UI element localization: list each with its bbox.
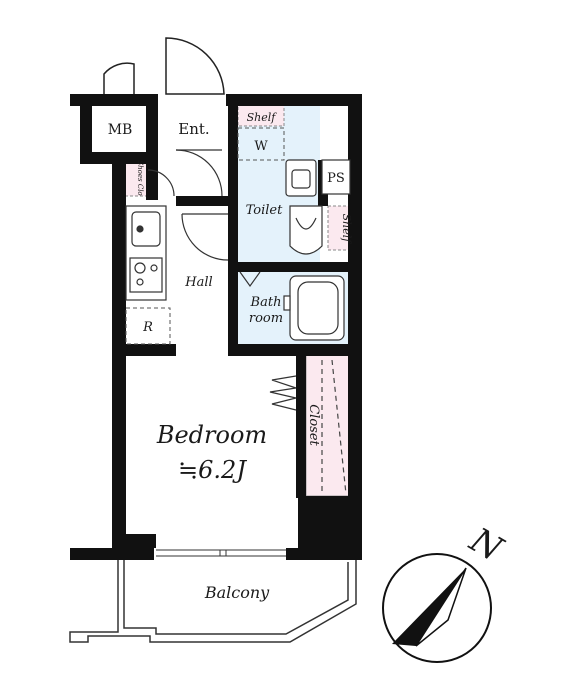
refrigerator-space xyxy=(125,307,171,345)
compass: N xyxy=(382,520,510,663)
ps-box xyxy=(321,159,351,195)
shelf-right-area xyxy=(327,205,351,251)
shelf-right-label: Shelf xyxy=(340,214,353,245)
balcony-label: Balcony xyxy=(204,583,270,602)
washer-label: W xyxy=(254,139,268,154)
compass-needle-icon xyxy=(392,568,466,646)
ps-label: PS xyxy=(327,171,345,186)
balcony-window xyxy=(156,549,286,557)
balcony-outline xyxy=(69,560,357,643)
bedroom-label: Bedroom xyxy=(156,421,267,449)
shelf-top-label: Shelf xyxy=(247,111,278,124)
mb-label: MB xyxy=(108,122,133,138)
walls xyxy=(70,94,362,560)
toilet-fixtures xyxy=(285,159,323,255)
toilet-label: Toilet xyxy=(246,203,283,218)
interior-doors xyxy=(147,149,297,411)
window-sill xyxy=(122,534,156,548)
entrance-doors xyxy=(103,37,225,95)
compass-needle-light xyxy=(415,567,467,647)
refrigerator-label: R xyxy=(142,320,153,335)
shoes-closet-label: Shoes Clo xyxy=(136,160,144,195)
closet-rod xyxy=(321,359,347,495)
compass-north-label: N xyxy=(462,520,510,571)
bath-label-1: Bath xyxy=(250,295,282,310)
kitchen-counter xyxy=(125,205,167,301)
washer-space xyxy=(237,127,285,161)
hall-label: Hall xyxy=(184,275,212,290)
bedroom-size-label: ≒6.2J xyxy=(178,456,247,484)
entrance-label: Ent. xyxy=(178,120,209,138)
closet-label: Closet xyxy=(306,404,321,446)
bathtub xyxy=(283,275,345,341)
bath-label-2: room xyxy=(249,311,283,326)
